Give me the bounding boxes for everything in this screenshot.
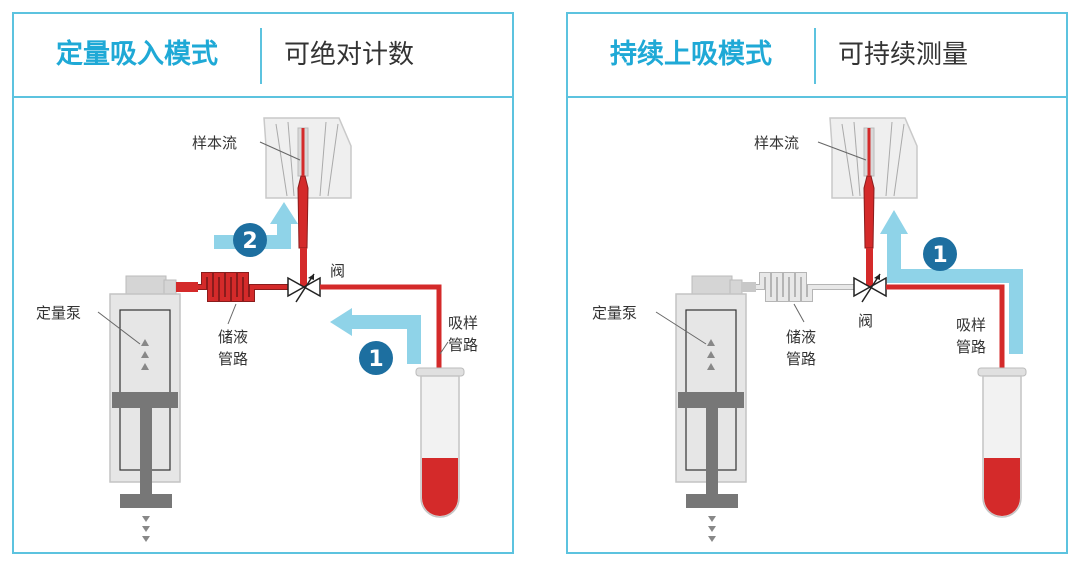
step-badge-1: 1 [359, 341, 393, 375]
storage-coil [742, 272, 864, 302]
header-divider [260, 28, 262, 84]
sampling-line-label-2: 管路 [956, 338, 986, 356]
svg-text:1: 1 [368, 347, 383, 372]
step-badge-2: 2 [233, 223, 267, 257]
panel-quantitative-mode: 定量吸入模式 可绝对计数 样本流 [12, 12, 514, 554]
metering-pump [675, 275, 747, 542]
svg-text:2: 2 [242, 229, 257, 254]
fluidics-diagram: 样本流 定量泵 储液 管路 [592, 117, 1027, 542]
sample-tube [977, 367, 1027, 518]
sampling-line-label-1: 吸样 [956, 316, 986, 334]
fluidics-diagram: 样本流 定量泵 储液 管路 [36, 117, 478, 542]
header-divider [814, 28, 816, 84]
flow-arrow-step-1 [880, 210, 1023, 354]
storage-line-label-2: 管路 [786, 350, 816, 368]
panel-continuous-mode: 持续上吸模式 可持续测量 样本流 [566, 12, 1068, 554]
panel-header: 定量吸入模式 可绝对计数 [14, 14, 512, 98]
pump-label: 定量泵 [36, 304, 81, 322]
mode-description: 可绝对计数 [284, 40, 415, 70]
flow-arrow-step-1 [330, 308, 421, 364]
storage-line-label-2: 管路 [218, 350, 248, 368]
nozzle-tube [866, 248, 873, 286]
storage-line-label-1: 储液 [786, 328, 816, 346]
sampling-line-label-2: 管路 [448, 336, 478, 354]
mode-description: 可持续测量 [838, 40, 969, 70]
storage-coil [176, 272, 298, 302]
sample-tube [415, 367, 465, 518]
metering-pump [109, 275, 181, 542]
valve [853, 273, 887, 303]
mode-title: 定量吸入模式 [56, 39, 218, 70]
sampling-line-label-1: 吸样 [448, 314, 478, 332]
mode-title: 持续上吸模式 [610, 39, 772, 70]
sample-flow-label: 样本流 [754, 134, 799, 152]
flow-cell [829, 117, 918, 249]
svg-text:1: 1 [932, 243, 947, 268]
valve-label: 阀 [330, 262, 345, 280]
storage-line-label-1: 储液 [218, 328, 248, 346]
panel-header: 持续上吸模式 可持续测量 [568, 14, 1066, 98]
valve-label: 阀 [858, 312, 873, 330]
nozzle-tube [300, 248, 307, 286]
step-badge-1: 1 [923, 237, 957, 271]
valve [287, 273, 321, 303]
sample-flow-label: 样本流 [192, 134, 237, 152]
pump-label: 定量泵 [592, 304, 637, 322]
